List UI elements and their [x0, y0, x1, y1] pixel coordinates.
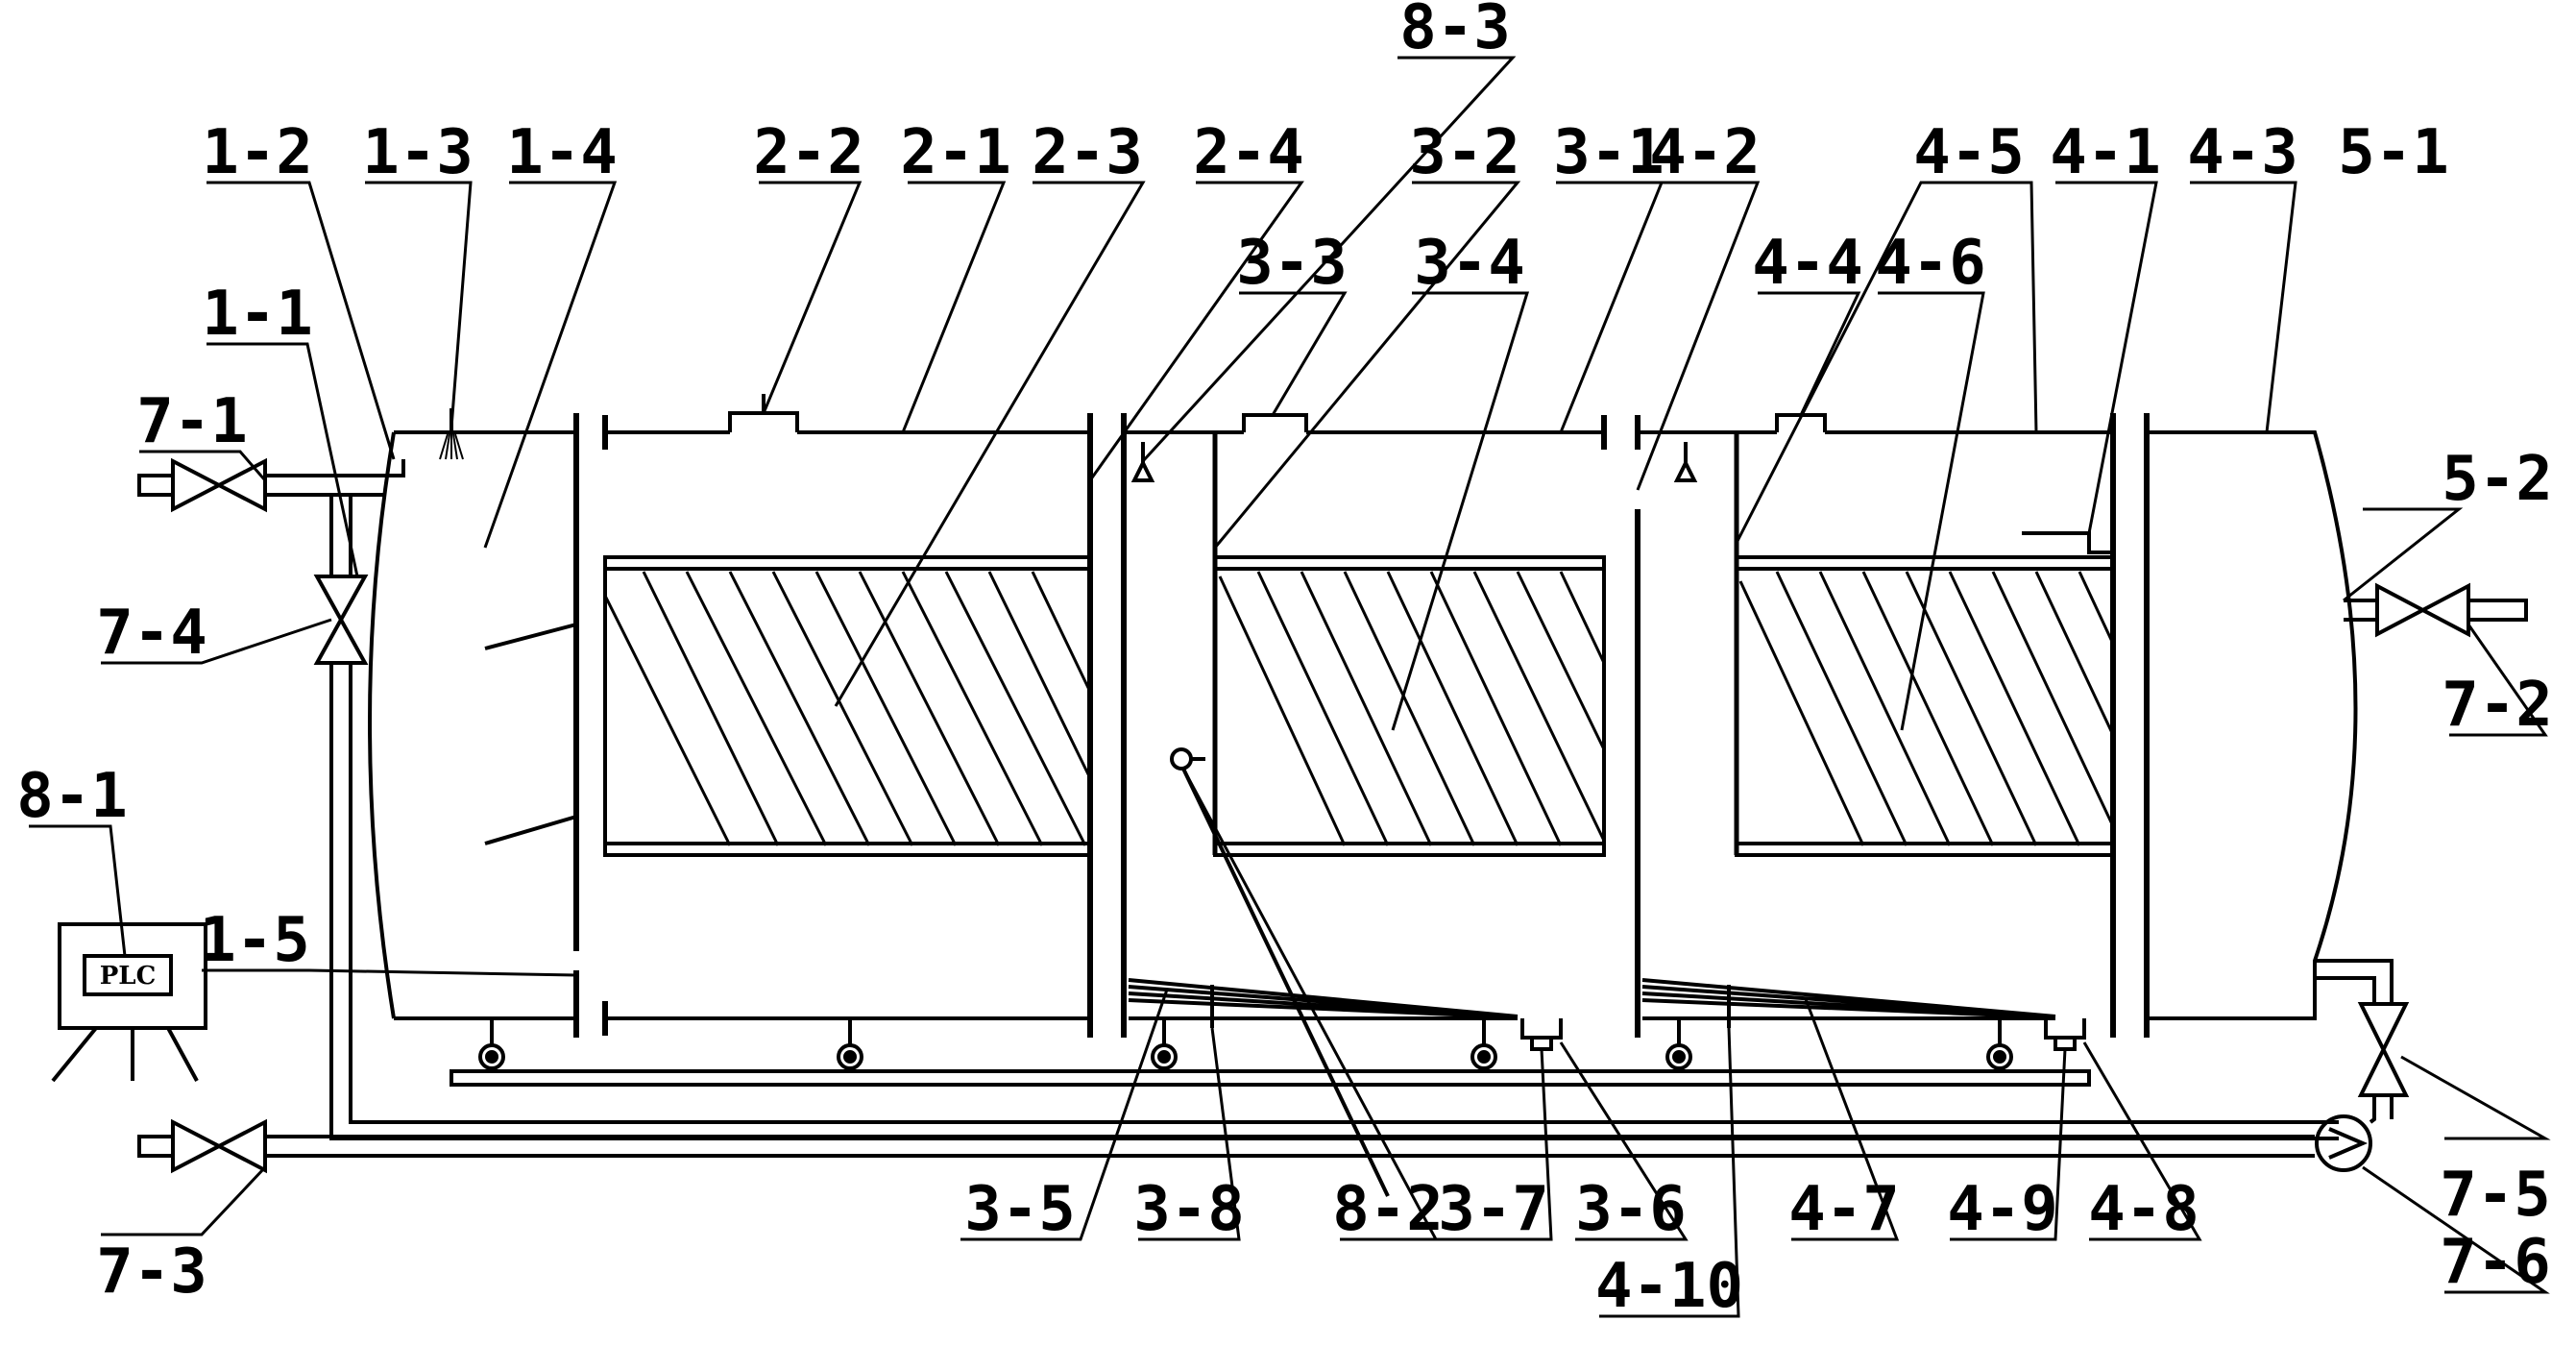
outlet-valve-7-2 [2375, 582, 2470, 638]
support-wheels [478, 1018, 2013, 1070]
label-7-2: 7-2 [2442, 670, 2553, 741]
vessel-1-shell [368, 430, 576, 1020]
label-2-3: 2-3 [1032, 117, 1143, 188]
label-4-6: 4-6 [1875, 228, 1986, 299]
pump-7-6 [2315, 1114, 2372, 1172]
label-3-6: 3-6 [1575, 1174, 1687, 1245]
label-1-3: 1-3 [362, 117, 474, 188]
vessel-2-shell [605, 430, 1090, 1020]
label-7-6: 7-6 [2440, 1227, 2551, 1298]
label-1-2: 1-2 [202, 117, 313, 188]
label-5-2: 5-2 [2442, 444, 2553, 515]
label-5-1: 5-1 [2338, 117, 2449, 188]
media-hatch-2 [603, 571, 1092, 846]
vessel-1-vane-2 [484, 815, 577, 845]
bypass-pipe-7-4 [329, 495, 2339, 1140]
diagram-lines [29, 56, 2551, 1318]
label-1-4: 1-4 [506, 117, 618, 188]
base-rail [450, 1069, 2091, 1087]
label-7-4: 7-4 [96, 598, 207, 669]
label-3-8: 3-8 [1133, 1174, 1245, 1245]
slope-plates-4 [1641, 978, 2056, 1019]
feed-valve-7-3 [171, 1118, 267, 1174]
media-hatch-4 [1738, 571, 2115, 846]
drain-valve-7-5 [2357, 1002, 2410, 1097]
label-3-1: 3-1 [1553, 117, 1665, 188]
filter-block-2 [603, 555, 1092, 857]
filter-block-3 [1213, 555, 1606, 857]
drain-pipe-7-5 [2315, 959, 2394, 1124]
vessel-5-shell [2147, 430, 2358, 1020]
label-3-3: 3-3 [1236, 228, 1348, 299]
label-4-1: 4-1 [2050, 117, 2161, 188]
label-4-8: 4-8 [2088, 1174, 2199, 1245]
outlet-4-8 [2044, 1018, 2086, 1051]
plc-display [83, 954, 173, 996]
label-3-5: 3-5 [964, 1174, 1076, 1245]
label-3-2: 3-2 [1409, 117, 1520, 188]
label-4-10: 4-10 [1595, 1251, 1743, 1322]
label-4-3: 4-3 [2187, 117, 2298, 188]
label-7-1: 7-1 [136, 386, 248, 457]
label-4-5: 4-5 [1913, 117, 2025, 188]
label-3-7: 3-7 [1438, 1174, 1549, 1245]
vessel-4-shell [1638, 430, 2113, 1020]
label-4-2: 4-2 [1649, 117, 1761, 188]
vessel-1-vane-1 [484, 623, 577, 650]
label-2-4: 2-4 [1193, 117, 1304, 188]
label-4-9: 4-9 [1947, 1174, 2058, 1245]
label-8-3: 8-3 [1399, 0, 1511, 63]
label-7-5: 7-5 [2440, 1160, 2551, 1231]
plc-stand [51, 1026, 199, 1083]
inlet-valve-7-1 [171, 457, 267, 513]
label-3-4: 3-4 [1414, 228, 1525, 299]
label-1-1: 1-1 [202, 279, 313, 350]
outlet-pipe-7-2 [2344, 599, 2528, 622]
nozzle-3-3 [1242, 413, 1308, 432]
label-4-7: 4-7 [1788, 1174, 1900, 1245]
plc-text: PLC [100, 962, 157, 991]
callout-labels: 1-2 1-3 1-4 1-1 1-5 2-2 2-1 2-3 2-4 8-3 … [16, 0, 2553, 1322]
pipe-4-3 [2022, 531, 2113, 554]
leader-lines [29, 56, 2551, 1318]
sensor-8-3 [1130, 442, 1155, 482]
sensor-8-2 [1170, 747, 1193, 771]
label-4-4: 4-4 [1752, 228, 1863, 299]
leader-8-2 [1181, 768, 1390, 1197]
label-8-1: 8-1 [16, 761, 128, 832]
label-2-2: 2-2 [753, 117, 864, 188]
sensor-vessel-4 [1673, 442, 1698, 482]
label-8-2: 8-2 [1332, 1174, 1444, 1245]
bypass-valve-7-4 [313, 575, 369, 665]
filter-block-4 [1735, 555, 2115, 857]
vessel-3-shell [1124, 430, 1604, 1020]
label-2-1: 2-1 [900, 117, 1011, 188]
label-1-5: 1-5 [199, 905, 310, 976]
slope-plates-3 [1128, 978, 1519, 1019]
label-7-3: 7-3 [96, 1236, 207, 1308]
media-hatch-3 [1218, 571, 1606, 846]
outlet-3-6 [1520, 1018, 1563, 1051]
